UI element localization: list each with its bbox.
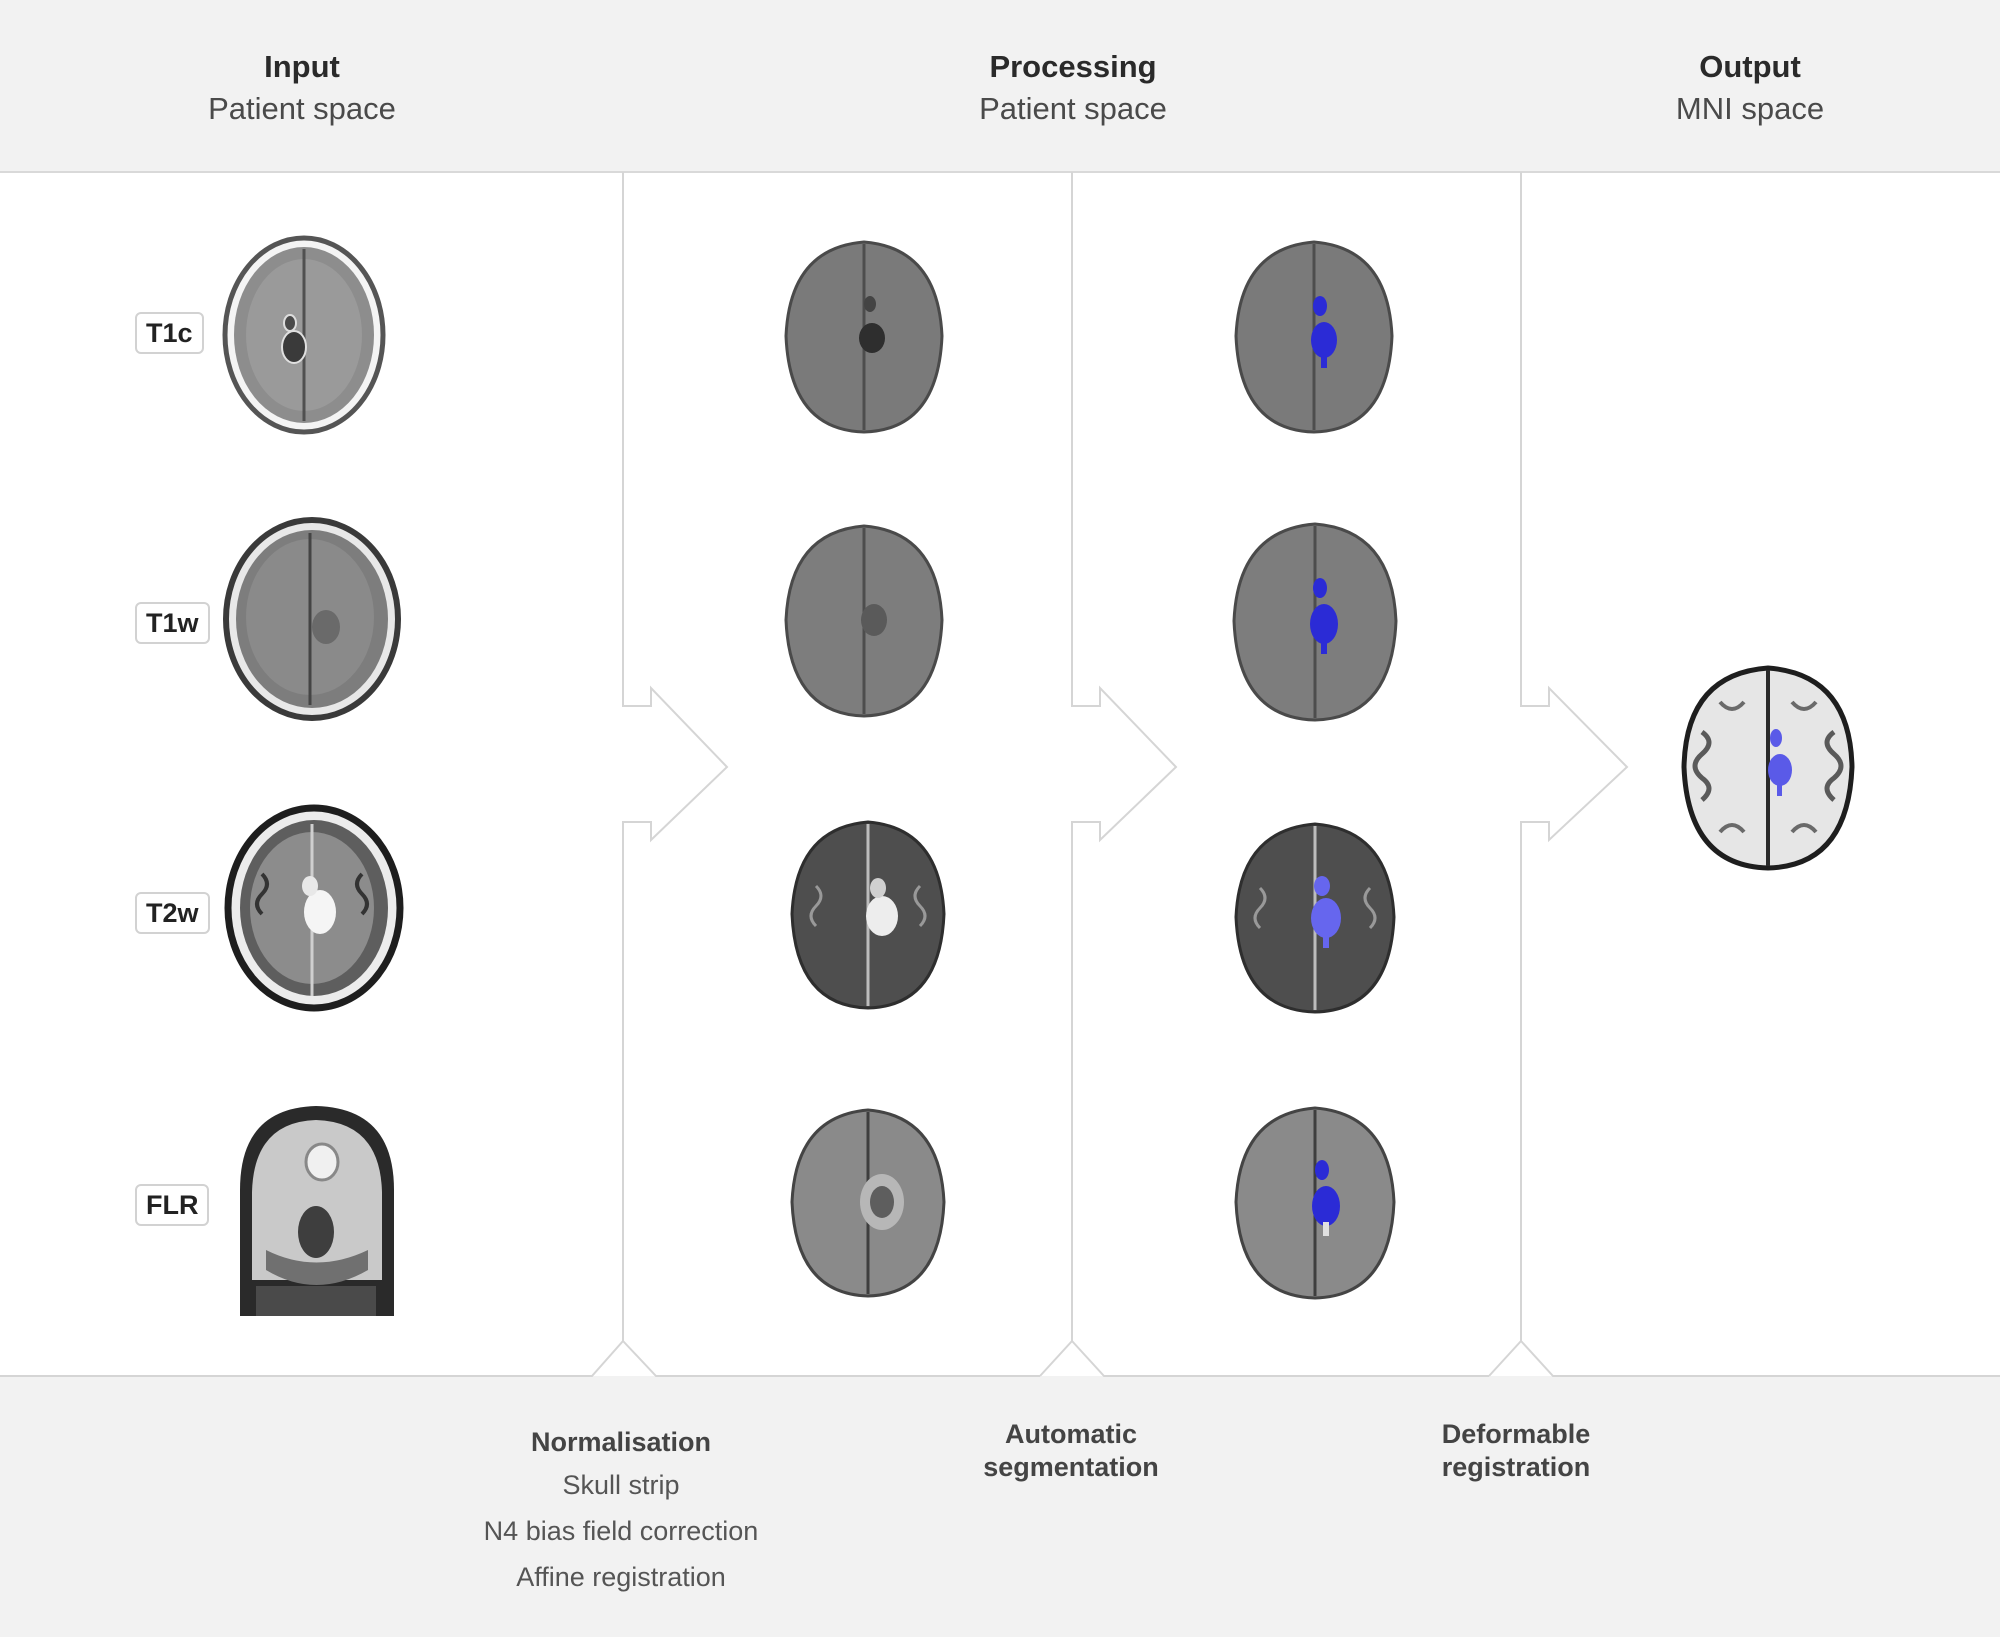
segmented-t2w-brain-icon — [1234, 822, 1396, 1014]
segmented-t1w-brain-icon — [1232, 522, 1398, 722]
output-mni-brain-icon — [1681, 665, 1855, 871]
step-normalisation: Normalisation Skull strip N4 bias field … — [441, 1422, 801, 1600]
step-item-affine-registration: Affine registration — [516, 1562, 726, 1592]
column-title: Output — [1699, 49, 1801, 84]
divider-normalisation-foot — [622, 1340, 1040, 1377]
input-t1w-brain-icon — [223, 517, 401, 721]
modality-label-flr: FLR — [135, 1184, 210, 1226]
divider-segmentation — [1039, 172, 1178, 1377]
step-title-line1: Automatic — [1004, 1419, 1137, 1449]
normalised-t1w-brain-icon — [784, 524, 944, 718]
step-item-bias-correction: N4 bias field correction — [483, 1516, 759, 1546]
column-title: Processing — [989, 49, 1157, 84]
step-title-line2: segmentation — [983, 1452, 1159, 1482]
modality-label-t1w: T1w — [135, 602, 210, 644]
column-processing-heading: Processing Patient space — [873, 46, 1273, 130]
step-title-line1: Deformable — [1441, 1419, 1591, 1449]
step-title-line2: registration — [1441, 1452, 1591, 1482]
divider-segmentation-foot — [1071, 1340, 1489, 1377]
footer-band — [0, 1376, 2000, 1637]
segmented-t1c-brain-icon — [1234, 240, 1394, 434]
column-title: Input — [264, 49, 340, 84]
divider-registration-foot — [1520, 1340, 2000, 1377]
step-item-skull-strip: Skull strip — [562, 1470, 680, 1500]
modality-label-t1c: T1c — [135, 312, 204, 354]
input-flair-coronal-brain-icon — [240, 1106, 394, 1316]
normalised-t2w-brain-icon — [790, 820, 946, 1010]
modality-label-t2w: T2w — [135, 892, 210, 934]
column-output-heading: Output MNI space — [1550, 46, 1950, 130]
divider-normalisation — [0, 172, 729, 1377]
step-title: Normalisation — [530, 1427, 712, 1457]
step-deformable-registration: Deformable registration — [1336, 1418, 1696, 1484]
column-subtitle: Patient space — [979, 91, 1167, 126]
step-automatic-segmentation: Automatic segmentation — [891, 1418, 1251, 1484]
column-subtitle: MNI space — [1675, 91, 1825, 126]
normalised-t1c-brain-icon — [784, 240, 944, 434]
column-subtitle: Patient space — [208, 91, 396, 126]
input-t1c-brain-icon — [222, 235, 386, 435]
header-band — [0, 0, 2000, 173]
divider-registration — [1488, 172, 1629, 1377]
input-t2w-brain-icon — [224, 804, 404, 1012]
column-input-heading: Input Patient space — [102, 46, 502, 130]
normalised-flair-brain-icon — [790, 1108, 946, 1298]
segmented-flair-brain-icon — [1234, 1106, 1396, 1300]
